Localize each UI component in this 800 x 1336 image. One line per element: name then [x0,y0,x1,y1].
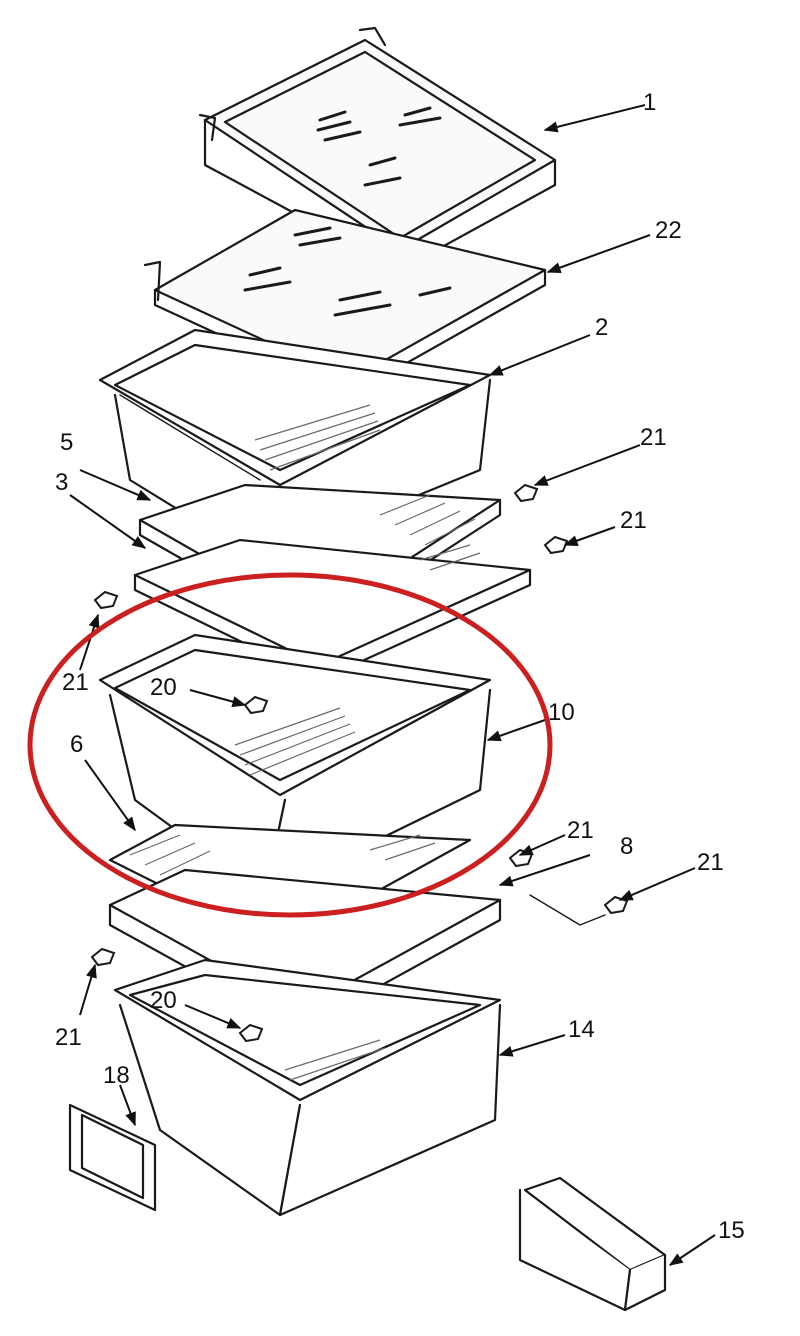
label-part-21-b: 21 [620,507,647,534]
label-part-21-f: 21 [55,1024,82,1051]
part-1-glass-shelf [198,26,557,272]
label-part-20-b: 20 [150,987,177,1014]
part-14-crisper-drawer [113,958,502,1217]
label-part-21-e: 21 [697,849,724,876]
label-part-3: 3 [55,469,68,496]
label-part-20-a: 20 [150,674,177,701]
clip-parts [90,483,629,1043]
leader-lines [69,104,716,1266]
label-part-21-d: 21 [567,817,594,844]
label-part-5: 5 [60,429,73,456]
label-part-14: 14 [568,1016,595,1043]
label-part-8: 8 [620,833,633,860]
part-3-shelf-frame [133,538,532,682]
label-part-10: 10 [548,699,575,726]
label-part-22: 22 [655,217,682,244]
label-part-6: 6 [70,731,83,758]
label-part-15: 15 [718,1217,745,1244]
label-part-18: 18 [103,1062,130,1089]
part-18-label-plate [68,1103,157,1212]
label-part-1: 1 [643,89,656,116]
label-part-21-c: 21 [62,669,89,696]
part-labels: 1 22 2 5 3 21 21 21 20 10 6 21 8 21 21 2… [55,89,745,1244]
highlight-ellipse [27,572,553,918]
label-part-2: 2 [595,314,608,341]
label-part-21-a: 21 [640,424,667,451]
part-15-bin [518,1176,667,1312]
